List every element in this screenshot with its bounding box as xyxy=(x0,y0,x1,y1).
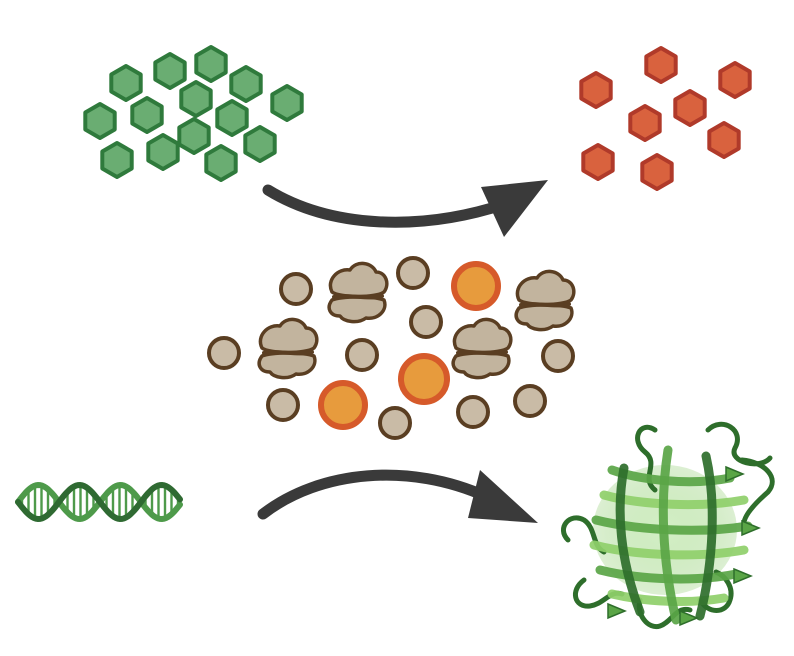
green-hexagon-icon xyxy=(215,99,249,137)
expression-arrow xyxy=(257,469,538,523)
ribosome-icon xyxy=(327,261,389,324)
ribosome-small-subunit xyxy=(451,351,511,380)
small-molecule-icon xyxy=(345,338,379,372)
orange-molecule-icon xyxy=(318,380,368,430)
green-hexagon-icon xyxy=(83,102,117,140)
small-molecule-icon xyxy=(207,336,241,370)
curved-arrow-icon xyxy=(257,469,493,520)
red-hexagon-icon xyxy=(707,121,741,159)
small-molecule-icon xyxy=(378,406,412,440)
green-hexagon-icon xyxy=(153,52,187,90)
mrna-strand xyxy=(519,302,571,308)
ribosome-small-subunit xyxy=(327,295,387,324)
product-molecule-cluster xyxy=(579,46,752,191)
ribosome-large-subunit xyxy=(452,317,513,355)
small-molecule-icon xyxy=(456,395,490,429)
ribosome-large-subunit xyxy=(258,317,319,355)
ribosome-small-subunit xyxy=(257,351,317,380)
strand-arrowhead xyxy=(733,567,753,585)
red-hexagon-icon xyxy=(581,143,615,181)
arrow-head-icon xyxy=(468,470,538,523)
green-hexagon-icon xyxy=(270,84,304,122)
ribosome-icon xyxy=(257,317,319,380)
mrna-strand xyxy=(456,350,508,356)
ribosome-large-subunit xyxy=(515,269,576,307)
strand-arrowhead xyxy=(679,609,699,627)
arrow-head-icon xyxy=(481,180,548,237)
dna-double-helix-icon xyxy=(15,481,183,523)
red-hexagon-icon xyxy=(673,89,707,127)
dna-strand-front xyxy=(15,481,183,523)
green-hexagon-icon xyxy=(194,45,228,83)
green-hexagon-icon xyxy=(100,141,134,179)
red-hexagon-icon xyxy=(718,61,752,99)
green-hexagon-icon xyxy=(179,80,213,118)
green-hexagon-icon xyxy=(243,125,277,163)
ribosome-icon xyxy=(451,317,513,380)
strand-arrowhead xyxy=(725,465,745,483)
beta-strand xyxy=(615,463,645,617)
orange-molecule-icon xyxy=(398,353,450,405)
ribosome-icon xyxy=(514,269,576,332)
red-hexagon-icon xyxy=(628,104,662,142)
green-hexagon-icon xyxy=(130,96,164,134)
small-molecule-icon xyxy=(541,339,575,373)
red-hexagon-icon xyxy=(644,46,678,84)
red-hexagon-icon xyxy=(579,71,613,109)
protein-loop xyxy=(739,457,775,531)
green-hexagon-icon xyxy=(146,133,180,171)
green-hexagon-icon xyxy=(204,144,238,182)
small-molecule-icon xyxy=(266,388,300,422)
orange-molecule-icon xyxy=(451,261,501,311)
substrate-molecule-cluster xyxy=(83,45,304,182)
dna-base-pairs xyxy=(20,485,180,519)
beta-strand xyxy=(658,445,681,625)
small-molecule-icon xyxy=(396,256,430,290)
folded-protein-icon xyxy=(560,421,775,630)
strand-arrowhead xyxy=(741,519,761,537)
green-hexagon-icon xyxy=(109,64,143,102)
green-hexagon-icon xyxy=(177,117,211,155)
beta-strand xyxy=(591,515,753,535)
mrna-strand xyxy=(262,350,314,356)
beta-strand xyxy=(695,451,717,621)
mrna-strand xyxy=(332,294,384,300)
ribosome-large-subunit xyxy=(328,261,389,299)
protein-loop xyxy=(705,421,773,467)
red-hexagon-icon xyxy=(640,153,674,191)
small-molecule-icon xyxy=(409,305,443,339)
ribosome-small-subunit xyxy=(514,303,574,332)
reaction-mixture xyxy=(207,256,576,440)
small-molecule-icon xyxy=(513,384,547,418)
strand-arrowhead xyxy=(607,602,627,620)
conversion-arrow xyxy=(262,180,548,237)
green-hexagon-icon xyxy=(229,65,263,103)
small-molecule-icon xyxy=(279,272,313,306)
curved-arrow-icon xyxy=(262,184,511,228)
